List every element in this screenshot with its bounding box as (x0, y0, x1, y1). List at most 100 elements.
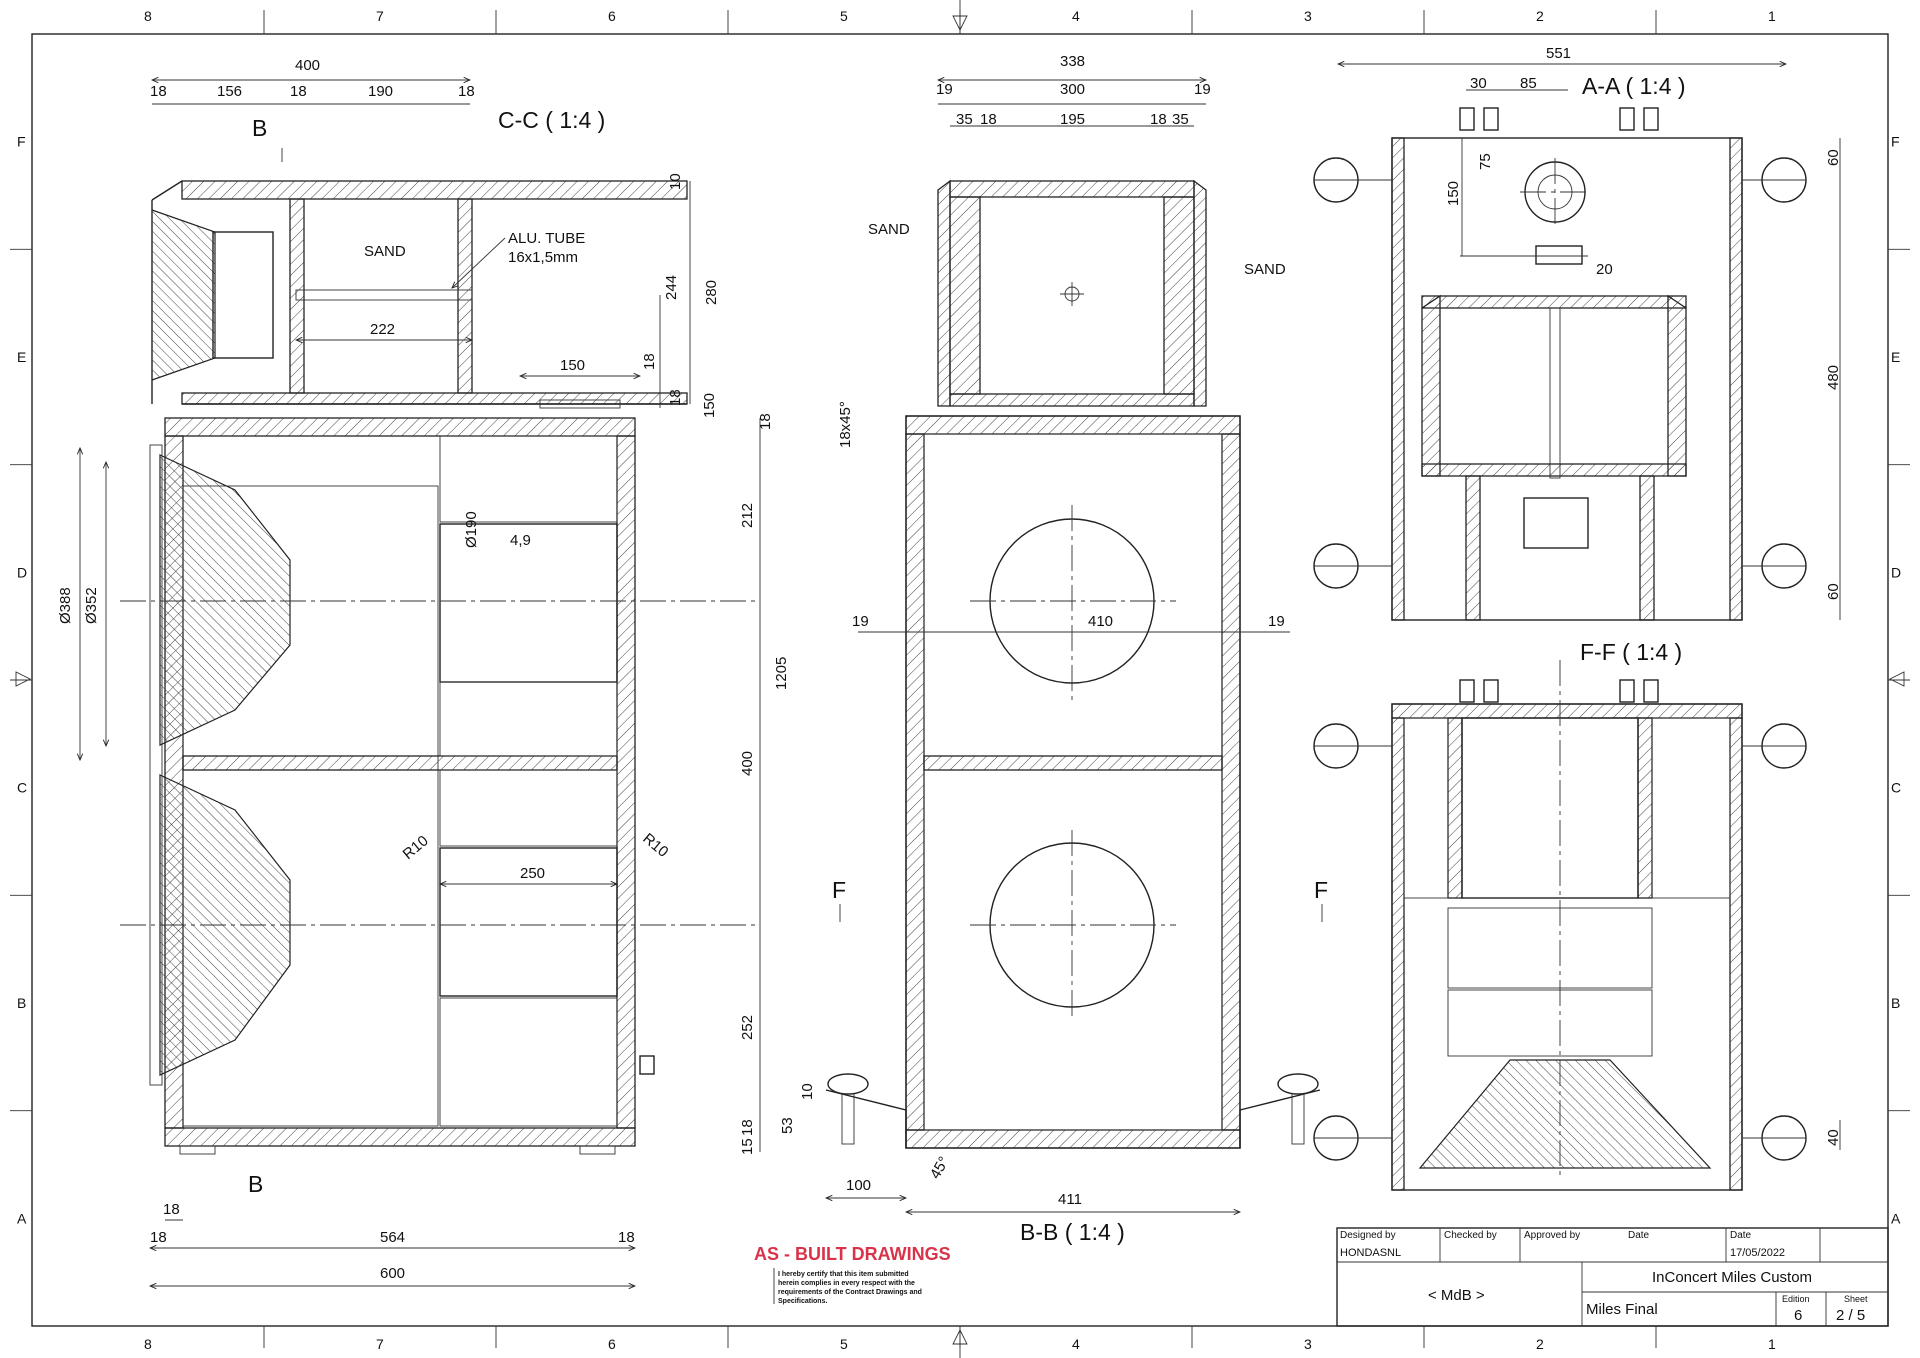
bb-dim-19c: 19 (852, 613, 869, 630)
cc-dim-18top: 10 (667, 173, 684, 190)
view-aa-title: A-A ( 1:4 ) (1582, 73, 1686, 99)
bb-dim-195: 195 (1060, 111, 1085, 128)
frame-row-label-left: A (17, 1210, 27, 1226)
cc-dim-10: 150 (701, 393, 718, 418)
side-dim-1205: 1205 (773, 657, 790, 690)
bb-dim-410: 410 (1088, 613, 1113, 630)
frame-column-label-bottom: 2 (1536, 1336, 1544, 1352)
frame-row-label-left: B (17, 995, 26, 1011)
bb-dim-18a: 18 (980, 111, 997, 128)
cc-dim-18bot: 18 (667, 389, 684, 406)
tb-project: InConcert Miles Custom (1652, 1269, 1812, 1286)
side-dim-250: 250 (520, 865, 545, 882)
frame-column-label-bottom: 8 (144, 1336, 152, 1352)
stamp-line1: I hereby certify that this item submitte… (778, 1271, 909, 1278)
side-dim-212: 212 (739, 503, 756, 528)
frame-column-label-bottom: 4 (1072, 1336, 1080, 1352)
cc-alutube-label: ALU. TUBE (508, 230, 585, 247)
side-dim-600: 600 (380, 1265, 405, 1282)
side-dim-d388: Ø388 (57, 587, 74, 624)
aa-dim-30: 30 (1470, 75, 1487, 92)
frame-column-label-top: 4 (1072, 8, 1080, 24)
bb-dim-100: 100 (846, 1177, 871, 1194)
side-dim-d352: Ø352 (83, 587, 100, 624)
bb-dim-338: 338 (1060, 53, 1085, 70)
frame-column-label-bottom: 6 (608, 1336, 616, 1352)
side-r10-left: R10 (400, 832, 432, 863)
cc-section-marker-top: B (252, 115, 267, 141)
frame-column-label-top: 2 (1536, 8, 1544, 24)
bb-dim-300: 300 (1060, 81, 1085, 98)
cc-dim-150v: 18 (641, 353, 658, 370)
stamp-heading: AS - BUILT DRAWINGS (754, 1244, 951, 1264)
as-built-stamp: AS - BUILT DRAWINGS I hereby certify tha… (754, 1244, 951, 1305)
cc-sand-label: SAND (364, 243, 406, 260)
tb-edition-label: Edition (1782, 1294, 1810, 1304)
bb-dim-18b: 18 (1150, 111, 1167, 128)
side-dim-d190: Ø190 (463, 511, 480, 548)
frame-row-label-right: E (1891, 349, 1900, 365)
aa-dim-85: 85 (1520, 75, 1537, 92)
bb-dim-35a: 35 (956, 111, 973, 128)
frame-row-label-right: D (1891, 564, 1901, 580)
cc-dim-400: 400 (295, 57, 320, 74)
cc-dim-190: 190 (368, 83, 393, 100)
side-dim-10: 10 (799, 1083, 816, 1100)
frame-column-label-top: 7 (376, 8, 384, 24)
frame-row-label-right: A (1891, 1210, 1901, 1226)
frame-row-label-left: D (17, 564, 27, 580)
frame-row-label-left: C (17, 780, 27, 796)
tb-date: 17/05/2022 (1730, 1247, 1785, 1259)
tb-checked-by-label: Checked by (1444, 1230, 1497, 1241)
stamp-line4: Specifications. (778, 1298, 827, 1305)
view-side: Ø190 4,9 250 R10 R10 Ø388 Ø352 B 1205 21… (57, 413, 816, 1286)
frame-column-label-bottom: 7 (376, 1336, 384, 1352)
stamp-line3: requirements of the Contract Drawings an… (778, 1289, 922, 1296)
aa-dim-150: 150 (1445, 181, 1462, 206)
side-dim-4-9: 4,9 (510, 532, 531, 549)
aa-dim-20: 20 (1596, 261, 1613, 278)
cc-dim-244: 244 (663, 275, 680, 300)
title-block: Designed by HONDASNL Checked by Approved… (1336, 1227, 1889, 1327)
tb-approved-by-label: Approved by (1524, 1230, 1580, 1241)
bb-dim-45deg: 45° (927, 1154, 953, 1182)
view-bb-title: B-B ( 1:4 ) (1020, 1219, 1125, 1245)
aa-dim-60bot: 60 (1825, 583, 1842, 600)
ff-section-marker-right: F (1314, 877, 1328, 903)
frame-column-label-bottom: 1 (1768, 1336, 1776, 1352)
frame-column-label-top: 3 (1304, 8, 1312, 24)
side-r10-right: R10 (639, 830, 671, 861)
bb-sand-left: SAND (868, 221, 910, 238)
view-ff: F-F ( 1:4 ) F 40 (1313, 639, 1842, 1191)
frame-row-label-right: C (1891, 780, 1901, 796)
side-dim-252: 252 (739, 1015, 756, 1040)
cc-dim-222: 222 (370, 321, 395, 338)
aa-dim-60top: 60 (1825, 149, 1842, 166)
frame-column-label-bottom: 3 (1304, 1336, 1312, 1352)
side-dim-564: 564 (380, 1229, 405, 1246)
aa-dim-551: 551 (1546, 45, 1571, 62)
bb-dim-19d: 19 (1268, 613, 1285, 630)
bb-dim-19a: 19 (936, 81, 953, 98)
cc-dim-150h: 150 (560, 357, 585, 374)
bb-dim-35b: 35 (1172, 111, 1189, 128)
tb-sheet: 2 / 5 (1836, 1307, 1865, 1324)
side-dim-400: 400 (739, 751, 756, 776)
side-dim-18left: 18 (150, 1229, 167, 1246)
tb-drawing: Miles Final (1586, 1301, 1658, 1318)
side-dim-15: 15 (739, 1138, 756, 1155)
frame-row-label-left: F (17, 134, 26, 150)
side-dim-18top: 18 (757, 413, 774, 430)
stamp-line2: herein complies in every respect with th… (778, 1280, 915, 1287)
aa-dim-480: 480 (1825, 365, 1842, 390)
tb-edition: 6 (1794, 1307, 1802, 1324)
view-ff-title: F-F ( 1:4 ) (1580, 639, 1682, 665)
aa-dim-75: 75 (1477, 153, 1494, 170)
frame-column-label-top: 8 (144, 8, 152, 24)
cc-dim-18c: 18 (458, 83, 475, 100)
frame-column-label-top: 6 (608, 8, 616, 24)
cc-dim-280: 280 (703, 280, 720, 305)
side-dim-53: 53 (779, 1117, 796, 1134)
frame-row-label-right: B (1891, 995, 1900, 1011)
